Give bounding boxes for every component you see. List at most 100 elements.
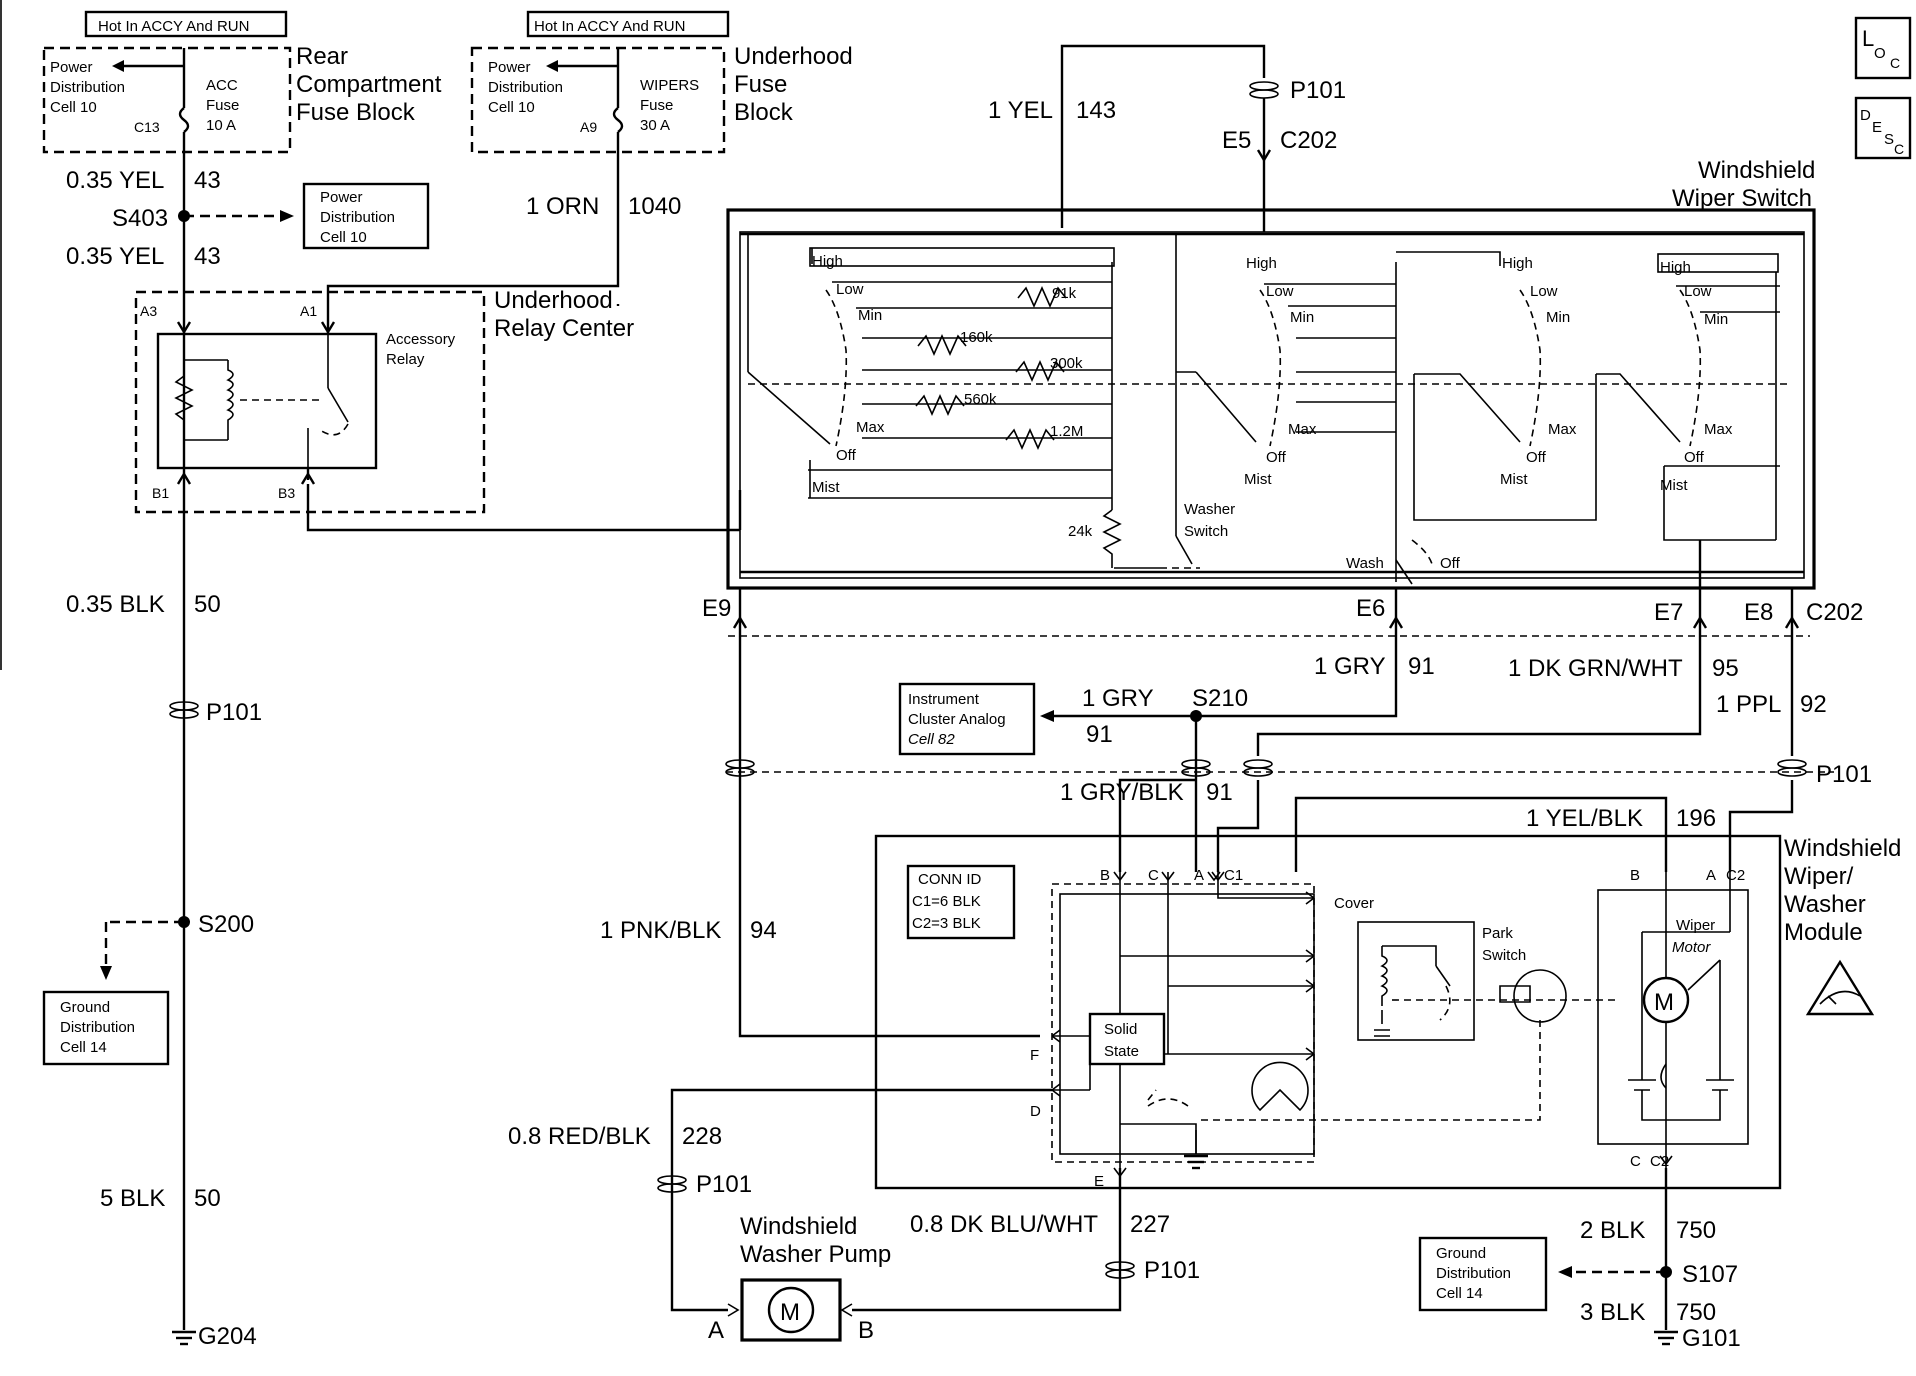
svg-text:560k: 560k xyxy=(964,391,997,408)
svg-text:C: C xyxy=(1630,1153,1641,1170)
svg-text:State: State xyxy=(1104,1043,1139,1060)
svg-text:S403: S403 xyxy=(112,205,168,232)
svg-text:Distribution: Distribution xyxy=(320,209,395,226)
svg-text:Min: Min xyxy=(1290,309,1314,326)
svg-text:P101: P101 xyxy=(1144,1257,1200,1284)
svg-text:Mist: Mist xyxy=(1660,477,1688,494)
svg-text:0.35 YEL: 0.35 YEL xyxy=(66,243,164,270)
svg-text:5 BLK: 5 BLK xyxy=(100,1185,165,1212)
svg-text:30 A: 30 A xyxy=(640,117,670,134)
svg-text:0.35 BLK: 0.35 BLK xyxy=(66,591,165,618)
rear-fuse-title: Rear xyxy=(296,43,348,70)
svg-text:E5: E5 xyxy=(1222,127,1251,154)
svg-text:Park: Park xyxy=(1482,925,1513,942)
svg-text:Off: Off xyxy=(1684,449,1705,466)
svg-text:P101: P101 xyxy=(206,699,262,726)
svg-text:E: E xyxy=(1094,1173,1104,1190)
arrow-left-icon xyxy=(112,60,124,72)
svg-text:C1=6 BLK: C1=6 BLK xyxy=(912,893,981,910)
svg-text:B: B xyxy=(1100,867,1110,884)
svg-text:143: 143 xyxy=(1076,97,1116,124)
loc-icon[interactable]: L O C xyxy=(1854,16,1912,80)
svg-text:Fuse Block: Fuse Block xyxy=(296,99,416,126)
svg-text:Mist: Mist xyxy=(812,479,840,496)
svg-text:G204: G204 xyxy=(198,1323,257,1350)
svg-text:Relay: Relay xyxy=(386,351,425,368)
hot-label-1: Hot In ACCY And RUN xyxy=(98,18,249,35)
svg-text:P101: P101 xyxy=(1816,761,1872,788)
svg-text:Distribution: Distribution xyxy=(1436,1265,1511,1282)
svg-text:Wash: Wash xyxy=(1346,555,1384,572)
svg-text:Wiper/: Wiper/ xyxy=(1784,863,1854,890)
svg-text:E6: E6 xyxy=(1356,595,1385,622)
svg-text:Fuse: Fuse xyxy=(640,97,673,114)
svg-text:P101: P101 xyxy=(696,1171,752,1198)
svg-text:Cell 10: Cell 10 xyxy=(320,229,367,246)
svg-text:E: E xyxy=(1872,119,1882,136)
svg-text:24k: 24k xyxy=(1068,523,1093,540)
svg-text:M: M xyxy=(780,1299,800,1326)
svg-text:Min: Min xyxy=(1704,311,1728,328)
svg-text:C: C xyxy=(1148,867,1159,884)
svg-text:Switch: Switch xyxy=(1482,947,1526,964)
park-switch-cam xyxy=(1513,969,1567,1023)
svg-text:Block: Block xyxy=(734,99,794,126)
arrow-right-icon xyxy=(280,210,294,222)
svg-text:Underhood: Underhood xyxy=(494,287,613,314)
svg-text:L: L xyxy=(1862,26,1874,51)
svg-text:3 BLK: 3 BLK xyxy=(1580,1299,1645,1326)
rear-fuse-block: Hot In ACCY And RUN Power Distribution C… xyxy=(42,10,442,154)
svg-text:P101: P101 xyxy=(1290,77,1346,104)
svg-text:2 BLK: 2 BLK xyxy=(1580,1217,1645,1244)
svg-text:1 ORN: 1 ORN xyxy=(526,193,599,220)
svg-text:91: 91 xyxy=(1086,721,1113,748)
desc-icon[interactable]: D E S C xyxy=(1854,96,1912,160)
svg-text:C202: C202 xyxy=(1806,599,1863,626)
svg-text:1 PNK/BLK: 1 PNK/BLK xyxy=(600,917,721,944)
svg-text:S200: S200 xyxy=(198,911,254,938)
svg-text:A3: A3 xyxy=(140,303,157,319)
svg-text:Ground: Ground xyxy=(1436,1245,1486,1262)
svg-text:1 GRY: 1 GRY xyxy=(1314,653,1386,680)
svg-text:Cover: Cover xyxy=(1334,895,1374,912)
svg-text:Relay Center: Relay Center xyxy=(494,315,634,342)
wiper-washer-module: Windshield Wiper/ Washer Module CONN ID … xyxy=(874,834,1901,1190)
svg-text:Accessory: Accessory xyxy=(386,331,456,348)
svg-text:A: A xyxy=(1194,867,1204,884)
svg-text:C: C xyxy=(1894,141,1904,157)
svg-text:91: 91 xyxy=(1206,779,1233,806)
svg-text:Cell 14: Cell 14 xyxy=(1436,1285,1483,1302)
svg-text:1 GRY: 1 GRY xyxy=(1082,685,1154,712)
svg-text:O: O xyxy=(1874,45,1886,62)
svg-text:Cell 10: Cell 10 xyxy=(50,99,97,116)
svg-text:Off: Off xyxy=(1266,449,1287,466)
svg-text:1040: 1040 xyxy=(628,193,681,220)
power-dist-line1: Power xyxy=(50,59,93,76)
svg-text:E9: E9 xyxy=(702,595,731,622)
washer-pump xyxy=(740,1278,842,1342)
svg-text:Solid: Solid xyxy=(1104,1021,1137,1038)
resistor-icon xyxy=(915,394,965,416)
svg-text:1 PPL: 1 PPL xyxy=(1716,691,1781,718)
svg-text:E8: E8 xyxy=(1744,599,1773,626)
underhood-fuse-block: Hot In ACCY And RUN Power Distribution C… xyxy=(470,10,853,154)
svg-text:S107: S107 xyxy=(1682,1261,1738,1288)
svg-text:Cluster Analog: Cluster Analog xyxy=(908,711,1006,728)
svg-text:Compartment: Compartment xyxy=(296,71,442,98)
svg-text:228: 228 xyxy=(682,1123,722,1150)
svg-text:Windshield: Windshield xyxy=(1698,157,1815,184)
svg-text:M: M xyxy=(1654,989,1674,1016)
svg-text:50: 50 xyxy=(194,1185,221,1212)
svg-text:D: D xyxy=(1030,1103,1041,1120)
arrow-down-icon xyxy=(100,966,112,980)
svg-text:A1: A1 xyxy=(300,303,317,319)
svg-text:Min: Min xyxy=(858,307,882,324)
left-column-circuit: 0.35 YEL 43 S403 Power Distribution Cell… xyxy=(42,152,430,1350)
svg-text:95: 95 xyxy=(1712,655,1739,682)
svg-text:D: D xyxy=(1860,107,1871,124)
svg-text:43: 43 xyxy=(194,167,221,194)
svg-text:E7: E7 xyxy=(1654,599,1683,626)
svg-text:Washer: Washer xyxy=(1184,501,1235,518)
svg-text:B: B xyxy=(858,1317,874,1344)
svg-text:Off: Off xyxy=(1526,449,1547,466)
